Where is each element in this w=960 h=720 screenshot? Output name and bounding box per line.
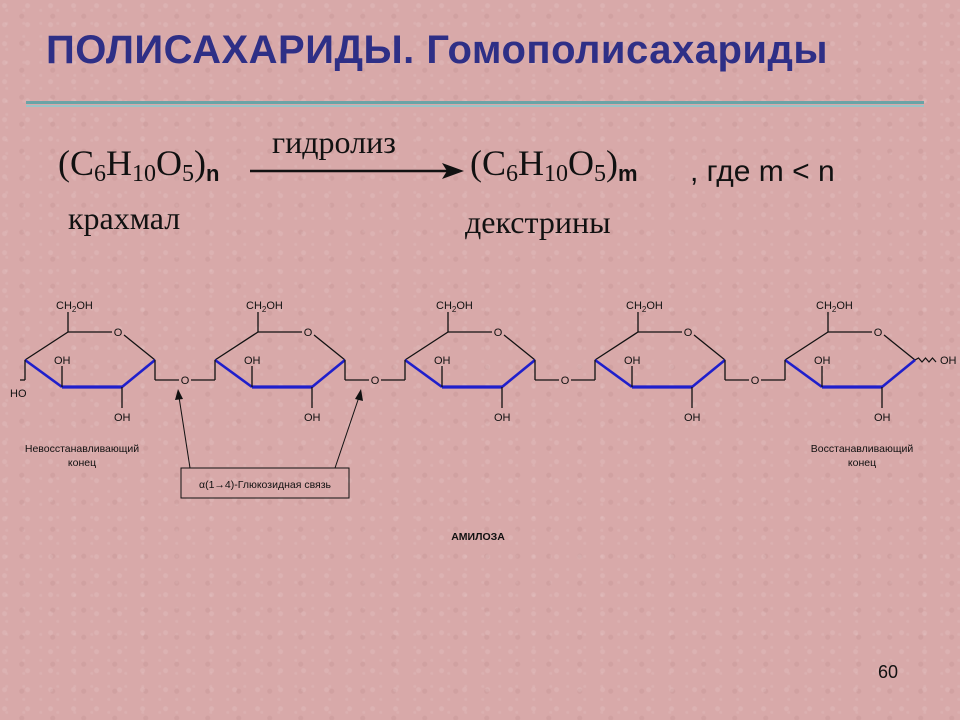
hydroxyl-label: OH	[244, 355, 261, 367]
ring-bond	[24, 331, 69, 361]
dextrins-label: декстрины	[465, 204, 611, 240]
equation-condition: , где m < n	[690, 155, 835, 188]
slide-title: ПОЛИСАХАРИДЫ. Гомополисахариды	[46, 28, 829, 72]
hydroxyl-label: OH	[494, 412, 511, 424]
anomeric-bond	[914, 357, 937, 363]
glycosidic-oxygen: O	[561, 375, 570, 387]
reaction-arrow	[250, 163, 464, 179]
bond-label: α(1→4)-Глюкозидная связь	[199, 479, 332, 491]
equation-lhs: (C6H10O5)n	[58, 143, 220, 187]
hydroxyl-label: OH	[434, 355, 451, 367]
nonreducing-end-label: конец	[68, 457, 96, 469]
ring-oxygen: O	[304, 327, 313, 339]
ch2oh-label: CH2OH	[246, 300, 283, 314]
pointer-arrowhead	[175, 389, 183, 400]
hydroxyl-label: OH	[814, 355, 831, 367]
ring-bond-bold	[691, 358, 726, 389]
title-divider-light	[26, 105, 924, 107]
hydroxyl-label: HO	[10, 388, 27, 400]
ring-oxygen: O	[684, 327, 693, 339]
hydroxyl-label: OH	[874, 412, 891, 424]
arrow-label: гидролиз	[272, 124, 396, 160]
ch2oh-label: CH2OH	[56, 300, 93, 314]
reducing-end-label: Восстанавливающий	[811, 443, 914, 455]
ch2oh-label: CH2OH	[626, 300, 663, 314]
hydroxyl-label: OH	[940, 355, 957, 367]
ring-bond	[214, 331, 259, 361]
ring-bond-bold	[214, 358, 253, 389]
ring-bond-bold	[404, 358, 443, 389]
ch2oh-label: CH2OH	[436, 300, 473, 314]
hydroxyl-label: OH	[684, 412, 701, 424]
pointer-arrow-line	[334, 396, 360, 469]
glycosidic-oxygen: O	[371, 375, 380, 387]
ring-oxygen: O	[494, 327, 503, 339]
glycosidic-oxygen: O	[751, 375, 760, 387]
nonreducing-end-label: Невосстанавливающий	[25, 443, 139, 455]
ring-oxygen: O	[114, 327, 123, 339]
ring-oxygen: O	[874, 327, 883, 339]
hydroxyl-label: OH	[114, 412, 131, 424]
ring-bond-bold	[784, 358, 823, 389]
amylose-structure: O CH2OH OH OH HO O O CH2OH OH OH O O CH2OH OH OH O O CH2O…	[10, 300, 957, 543]
ring-bond	[883, 334, 916, 361]
ring-bond	[693, 334, 726, 361]
ring-bond	[594, 331, 639, 361]
diagram-caption: АМИЛОЗА	[451, 531, 505, 543]
ring-bond-bold	[501, 358, 536, 389]
ring-bond	[404, 331, 449, 361]
title-divider	[26, 101, 924, 104]
ring-bond	[313, 334, 346, 361]
starch-label: крахмал	[68, 200, 181, 236]
page-number: 60	[877, 662, 898, 682]
equation-rhs: (C6H10O5)m	[470, 143, 638, 187]
pointer-arrow-line	[178, 396, 191, 469]
ring-bond-bold	[881, 358, 916, 389]
ring-bond	[784, 331, 829, 361]
hydroxyl-label: OH	[304, 412, 321, 424]
hydroxyl-label: OH	[624, 355, 641, 367]
ring-bond-bold	[24, 358, 63, 389]
ring-bond-bold	[311, 358, 346, 389]
hydroxyl-label: OH	[54, 355, 71, 367]
ring-bond-bold	[594, 358, 633, 389]
bond-label-box	[180, 467, 350, 499]
ring-bond	[503, 334, 536, 361]
reducing-end-label: конец	[848, 457, 876, 469]
ch2oh-label: CH2OH	[816, 300, 853, 314]
glycosidic-oxygen: O	[181, 375, 190, 387]
ring-bond-bold	[121, 358, 156, 389]
ring-bond	[123, 334, 156, 361]
pointer-arrowhead	[355, 389, 363, 401]
